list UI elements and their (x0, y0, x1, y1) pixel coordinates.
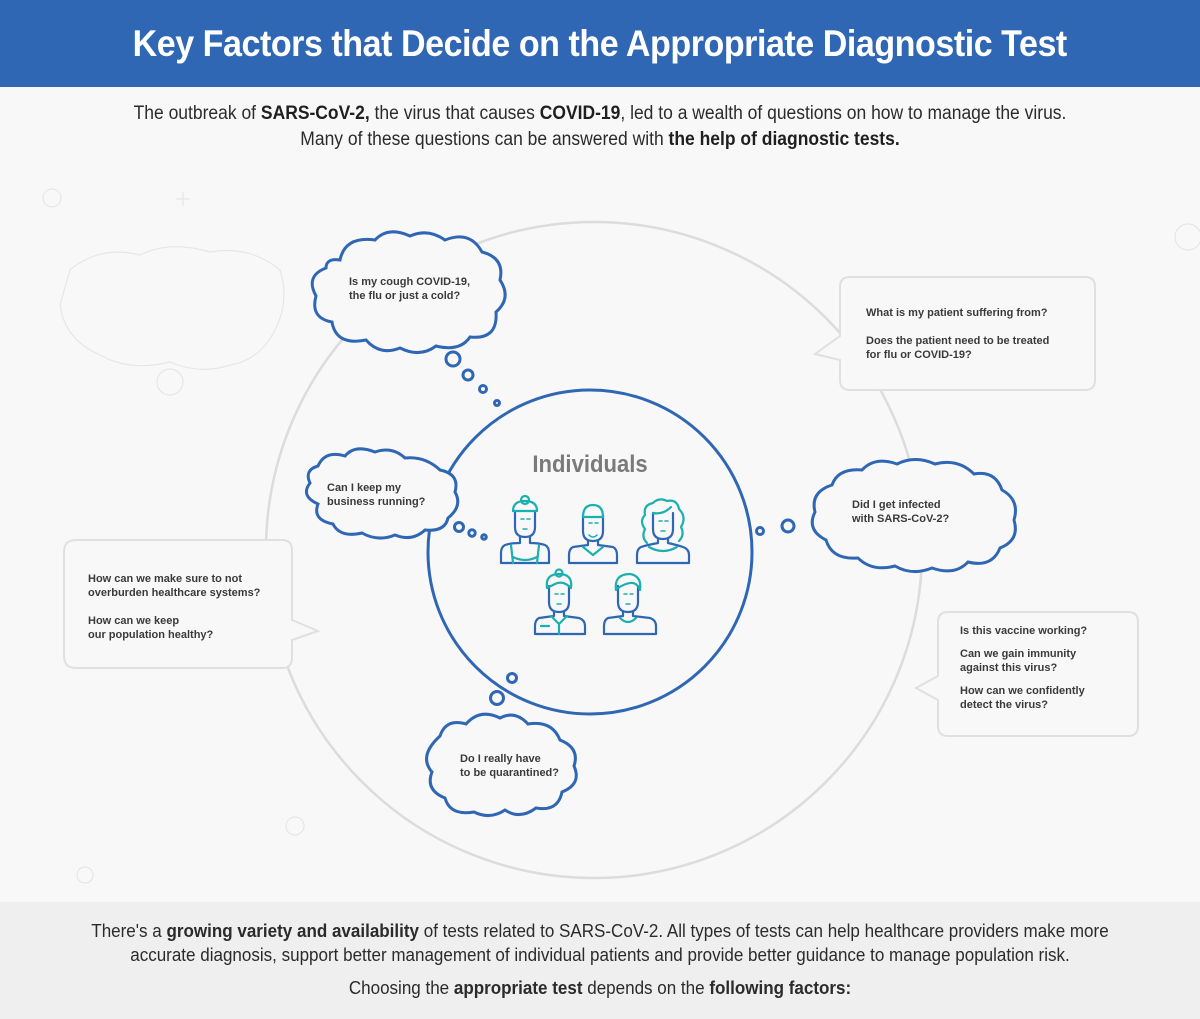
thought-cloud-quarantine (425, 712, 578, 817)
thought-dot (480, 533, 488, 541)
speech-bubble-doctor (812, 276, 1096, 391)
faint-circle (156, 368, 184, 396)
thought-text-business: Can I keep my business running? (327, 481, 425, 509)
thought-line: to be quarantined? (460, 767, 559, 779)
thought-dot (489, 690, 505, 706)
thought-text-quarantine: Do I really have to be quarantined? (460, 752, 559, 780)
speech-line: How can we confidently (960, 685, 1085, 697)
intro-text-span: Many of these questions can be answered … (300, 129, 669, 150)
thought-dot (755, 526, 765, 536)
intro-text-span: The outbreak of (133, 103, 261, 124)
thought-dot (467, 528, 477, 538)
speech-line: How can we make sure to not (88, 573, 243, 585)
intro-text: The outbreak of SARS-CoV-2, the virus th… (48, 101, 1152, 153)
intro-bold-span: SARS-CoV-2, (260, 103, 370, 124)
page-title: Key Factors that Decide on the Appropria… (132, 22, 1068, 64)
footer-line: There's a growing variety and availabili… (48, 919, 1152, 943)
speech-bubble-government (63, 539, 321, 669)
speech-question: How can we make sure to not overburden he… (88, 572, 260, 600)
speech-line: Does the patient need to be treated (866, 335, 1050, 347)
thought-line: Can I keep my (327, 482, 401, 494)
thought-line: Did I get infected (852, 499, 941, 511)
faint-cloud-shape (59, 246, 285, 370)
thought-text-infected: Did I get infected with SARS-CoV-2? (852, 498, 949, 526)
person-woman-bun-icon (499, 494, 551, 565)
header-banner: Key Factors that Decide on the Appropria… (0, 0, 1200, 87)
speech-line: Can we gain immunity (960, 648, 1077, 660)
thought-dots-business (453, 521, 488, 541)
thought-dot (478, 384, 488, 394)
faint-circle (76, 866, 94, 884)
thought-dot (444, 350, 462, 368)
thought-line: Do I really have (460, 753, 541, 765)
footer-text-span: Choosing the (348, 977, 454, 998)
speech-text-doctor: What is my patient suffering from? Does … (866, 306, 1049, 362)
person-man-beard-icon (567, 503, 619, 565)
speech-text-research: Is this vaccine working? Can we gain imm… (960, 624, 1087, 712)
footer-paragraph: There's a growing variety and availabili… (48, 919, 1152, 967)
speech-line: against this virus? (960, 662, 1058, 674)
thought-dot (493, 399, 501, 407)
footer-bold-span: growing variety and availability (166, 920, 420, 941)
background-decoration (42, 188, 1200, 884)
thought-dots-infected (755, 518, 796, 536)
faint-plus (176, 192, 190, 206)
speech-line: our population healthy? (88, 629, 214, 641)
individuals-circle (426, 388, 754, 716)
intro-line-1: The outbreak of SARS-CoV-2, the virus th… (48, 101, 1152, 127)
footer-text-span: of tests related to SARS-CoV-2. All type… (419, 920, 1109, 941)
thought-line: with SARS-CoV-2? (852, 513, 950, 525)
individuals-label: Individuals (532, 451, 648, 478)
speech-line: for flu or COVID-19? (866, 349, 972, 361)
speech-question: How can we keep our population healthy? (88, 614, 260, 642)
faint-circle (285, 816, 305, 836)
person-woman-curly-hair-icon (635, 498, 691, 565)
thought-line: the flu or just a cold? (349, 290, 461, 302)
thought-cloud-infected (810, 458, 1017, 573)
faint-circle (42, 188, 62, 208)
thought-line: Is my cough COVID-19, (349, 276, 471, 288)
intro-bold-span: COVID-19 (539, 103, 621, 124)
intro-line-2: Many of these questions can be answered … (48, 127, 1152, 153)
footer-text-span: There's a (91, 920, 167, 941)
speech-question: Does the patient need to be treated for f… (866, 334, 1049, 362)
speech-bubble-research (913, 611, 1139, 737)
speech-question: What is my patient suffering from? (866, 307, 1048, 319)
person-woman-nurse-icon (533, 568, 587, 636)
faint-circle (1174, 223, 1200, 251)
footer-factors-line: Choosing the appropriate test depends on… (48, 976, 1152, 1000)
speech-question: How can we confidently detect the virus? (960, 684, 1087, 712)
thought-dot (780, 518, 796, 534)
thought-dots-cough (444, 350, 501, 407)
intro-text-span: , led to a wealth of questions on how to… (620, 103, 1067, 124)
speech-line: overburden healthcare systems? (88, 587, 261, 599)
speech-question: Can we gain immunity against this virus? (960, 647, 1087, 675)
footer-line: accurate diagnosis, support better manag… (130, 944, 1070, 965)
thought-dots-quarantine (489, 672, 518, 706)
thought-dot (461, 368, 475, 382)
speech-line: detect the virus? (960, 699, 1049, 711)
footer-bold-span: appropriate test (453, 977, 583, 998)
footer-panel: There's a growing variety and availabili… (0, 902, 1200, 1019)
thought-cloud-business (304, 447, 460, 540)
person-man-icon (602, 572, 658, 636)
intro-text-span: the virus that causes (369, 103, 540, 124)
thought-dot (506, 672, 518, 684)
thought-dot (453, 521, 465, 533)
footer-bold-span: following factors: (709, 977, 852, 998)
intro-bold-span: the help of diagnostic tests. (668, 129, 900, 150)
speech-text-government: How can we make sure to not overburden he… (88, 572, 260, 642)
speech-line: How can we keep (88, 615, 180, 627)
thought-text-cough: Is my cough COVID-19, the flu or just a … (349, 275, 470, 303)
speech-question: Is this vaccine working? (960, 625, 1088, 637)
thought-line: business running? (327, 496, 426, 508)
thought-cloud-cough (310, 230, 507, 354)
footer-text-span: depends on the (582, 977, 710, 998)
